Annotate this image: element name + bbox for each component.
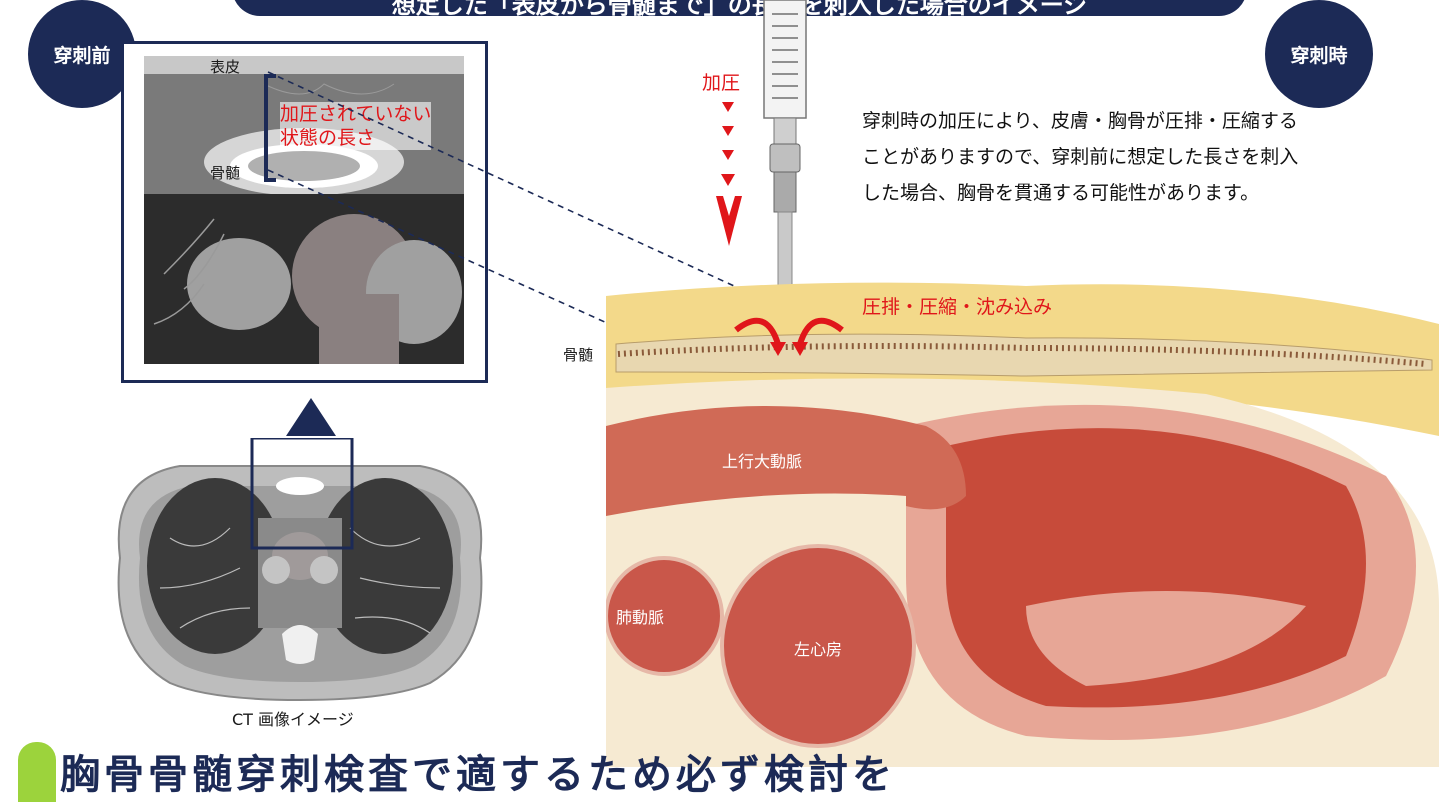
left-atrium-label: 左心房 xyxy=(794,636,842,660)
description-line-2: ことがありますので、穿刺前に想定した長さを刺入 xyxy=(862,139,1422,175)
pressure-label: 加圧 xyxy=(702,68,740,95)
description-line-1: 穿刺時の加圧により、皮膚・胸骨が圧排・圧縮する xyxy=(862,103,1422,139)
pressure-arrows xyxy=(712,100,746,248)
footer-heading: 胸骨骨髄穿刺検査で適するため必ず検討を xyxy=(60,742,896,800)
heart-anatomy-illustration xyxy=(606,276,1439,767)
compression-label: 圧排・圧縮・沈み込み xyxy=(862,292,1052,319)
puncture-description: 穿刺時の加圧により、皮膚・胸骨が圧排・圧縮する ことがありますので、穿刺前に想定… xyxy=(862,103,1422,211)
footer-marker xyxy=(18,742,56,802)
sternum-marrow-label: 骨髄 xyxy=(563,344,593,365)
description-line-3: した場合、胸骨を貫通する可能性があります。 xyxy=(862,175,1422,211)
aorta-label: 上行大動脈 xyxy=(722,448,802,472)
pulmonary-artery-label: 肺動脈 xyxy=(616,604,664,628)
